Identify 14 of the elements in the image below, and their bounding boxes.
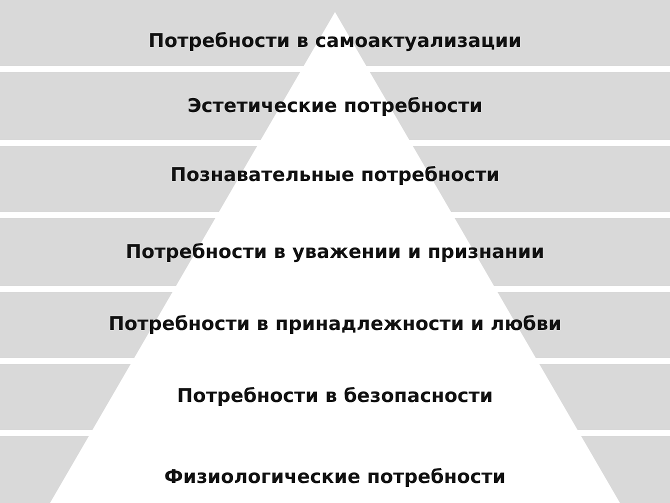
level-band	[0, 364, 670, 430]
level-band	[0, 72, 670, 140]
level-label: Потребности в принадлежности и любви	[108, 312, 562, 336]
level-label: Потребности в безопасности	[177, 384, 493, 408]
level-label: Познавательные потребности	[170, 163, 500, 187]
level-band	[0, 0, 670, 66]
level-band	[0, 436, 670, 503]
level-label: Потребности в уважении и признании	[126, 240, 544, 264]
level-label: Физиологические потребности	[164, 465, 506, 489]
level-band	[0, 292, 670, 358]
level-label: Потребности в самоактуализации	[148, 29, 522, 53]
level-band	[0, 146, 670, 212]
level-band	[0, 218, 670, 286]
level-label: Эстетические потребности	[187, 94, 483, 118]
